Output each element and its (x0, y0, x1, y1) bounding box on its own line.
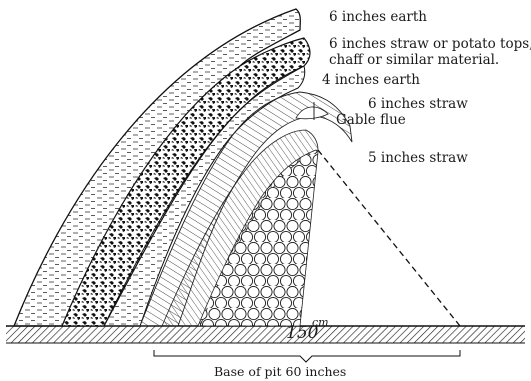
label-outer-earth: 6 inches earth (329, 9, 427, 25)
base-brace (154, 350, 460, 362)
label-straw-5in: 5 inches straw (368, 150, 468, 166)
label-potato-tops-line1: 6 inches straw or potato tops, (329, 36, 531, 52)
width-measurement-unit: cm (312, 316, 329, 329)
pile-outline-dashed (318, 150, 460, 326)
label-straw-6in: 6 inches straw (368, 96, 468, 112)
label-base-of-pit: Base of pit 60 inches (214, 364, 346, 379)
label-potato-tops-line2: chaff or similar material. (329, 52, 499, 68)
label-gable-flue: Gable flue (336, 112, 406, 128)
ground-base (6, 326, 525, 343)
label-inner-earth: 4 inches earth (322, 72, 420, 88)
